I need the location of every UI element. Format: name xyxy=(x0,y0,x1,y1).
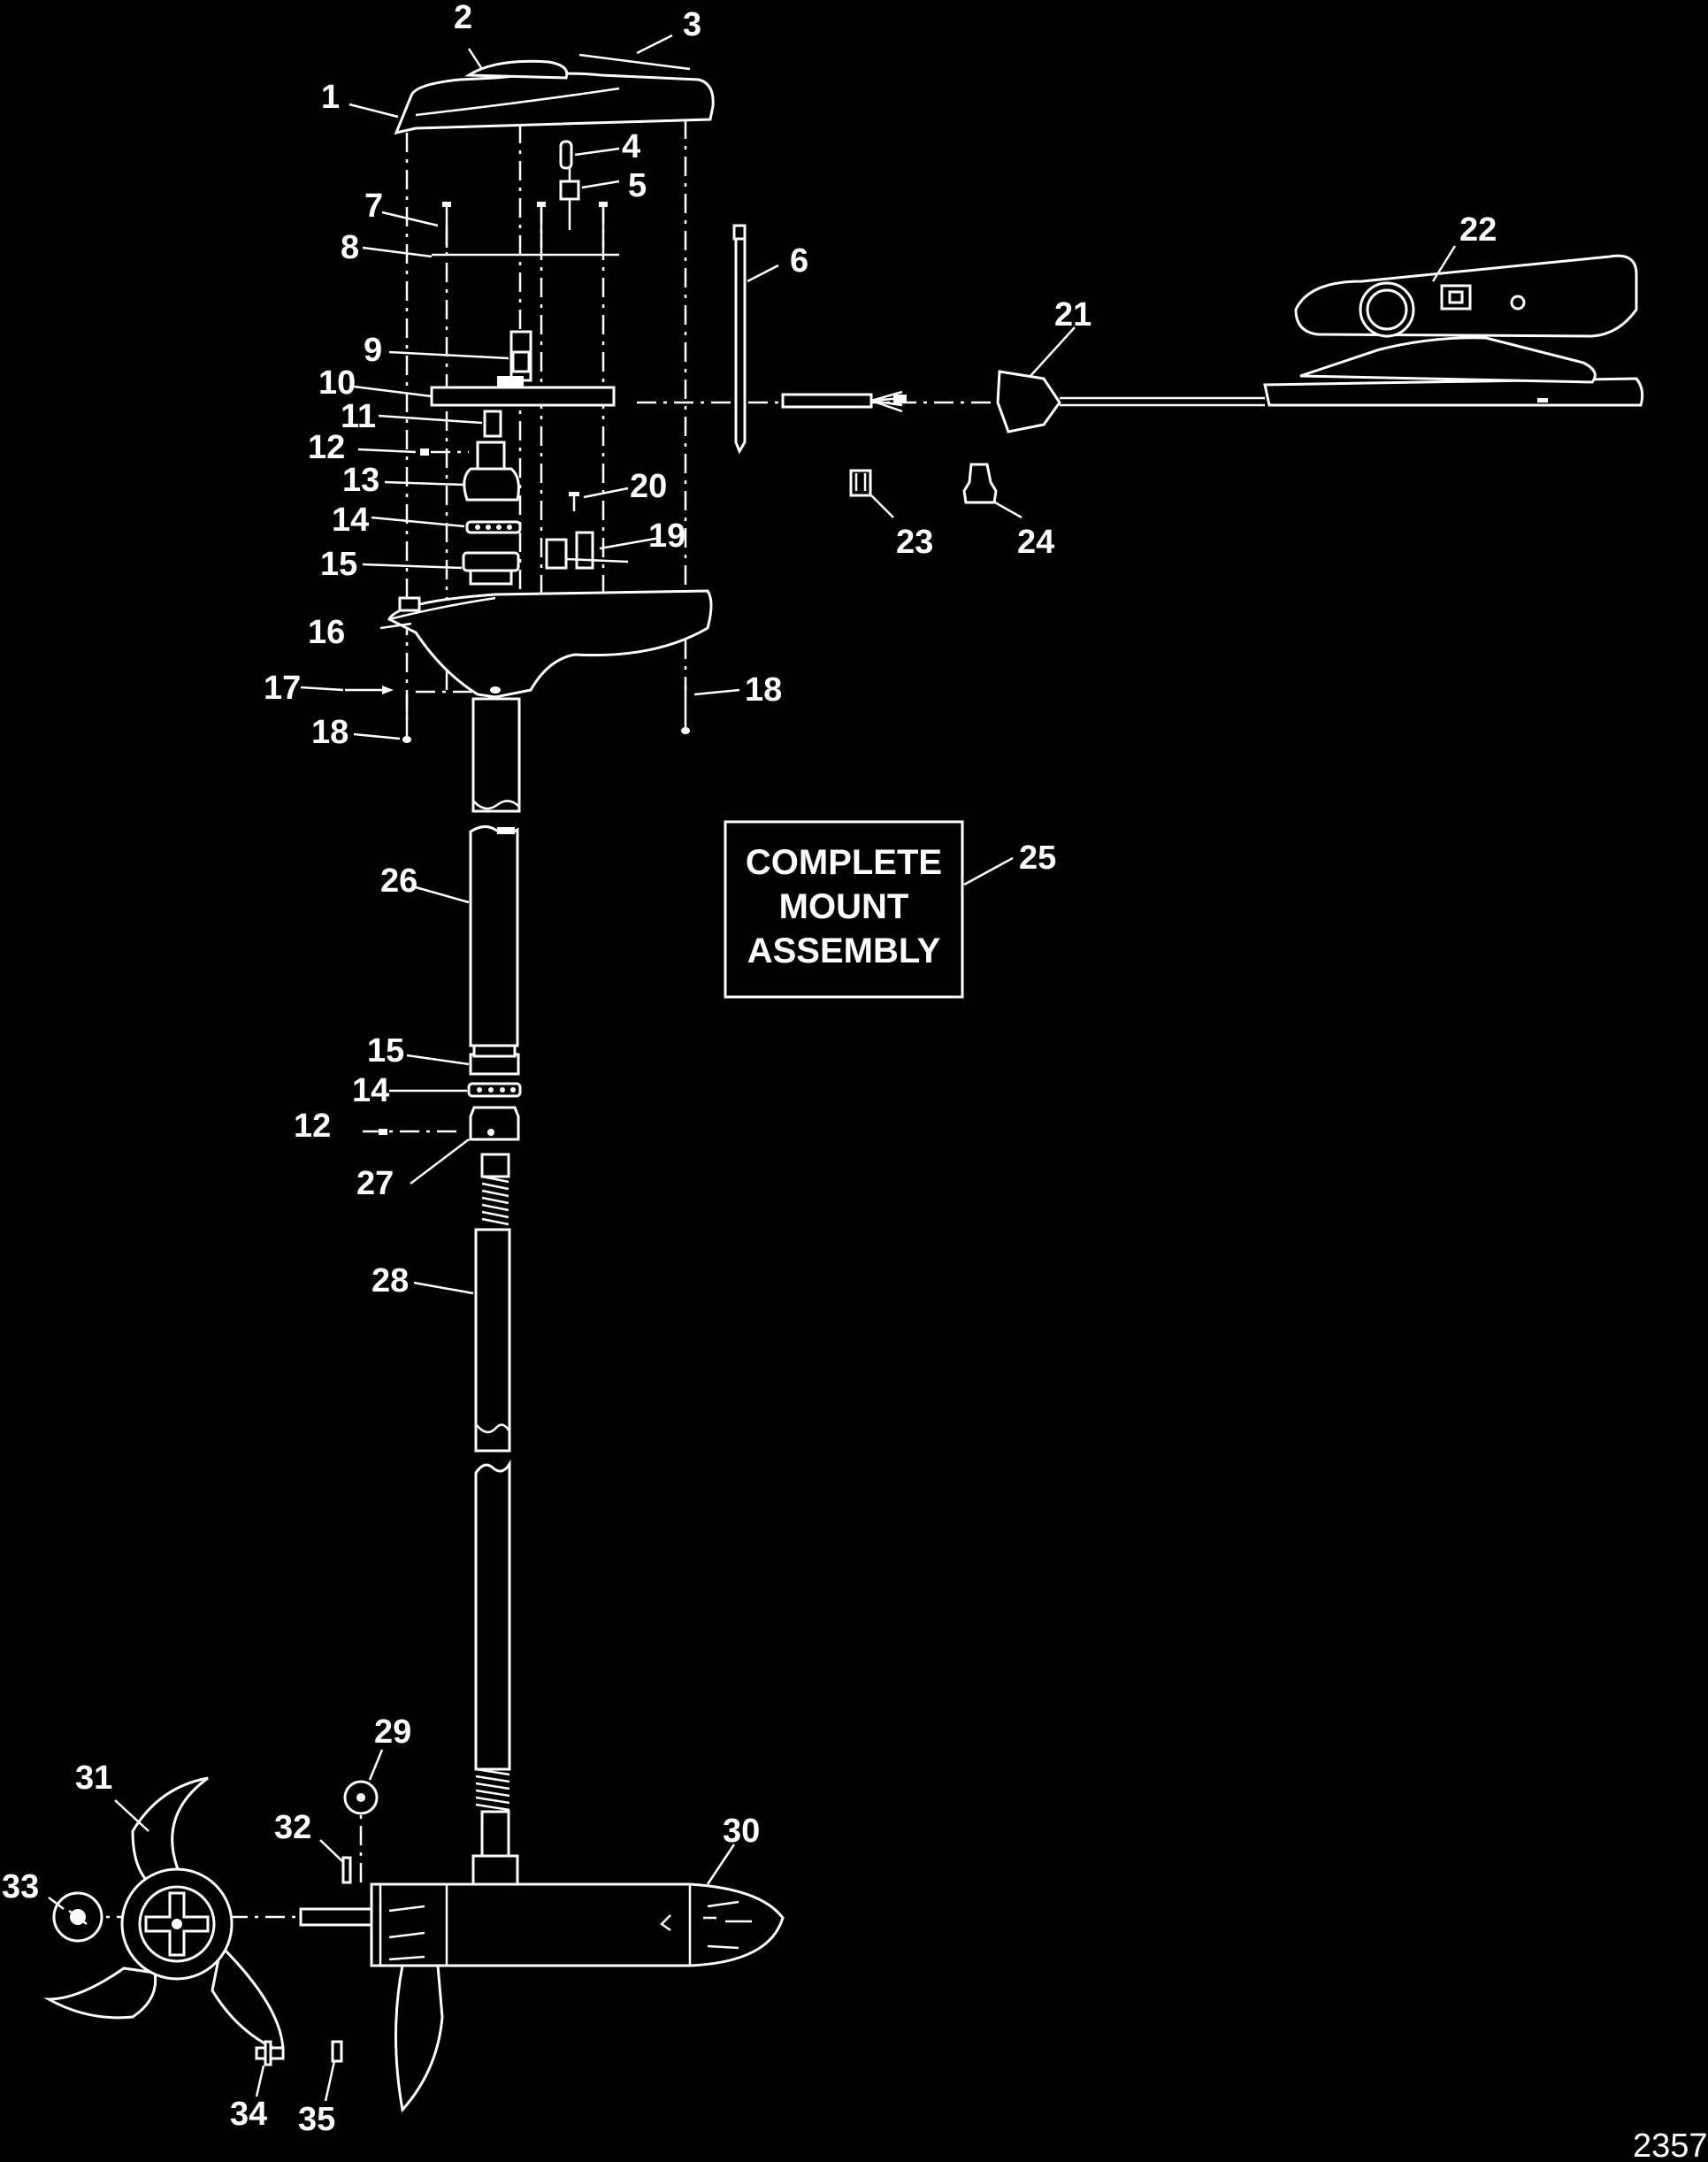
head-cover xyxy=(394,53,715,135)
part-32-pin xyxy=(341,1856,352,1884)
callout-2: 2 xyxy=(454,0,472,36)
callout-18-left: 18 xyxy=(311,714,348,751)
callout-7: 7 xyxy=(364,188,383,225)
callout-34: 34 xyxy=(230,2096,267,2133)
complete-mount-assembly-box: COMPLETE MOUNT ASSEMBLY xyxy=(724,820,964,999)
assembly-box-line-3: ASSEMBLY xyxy=(747,932,941,970)
callout-24: 24 xyxy=(1017,524,1054,561)
callout-29: 29 xyxy=(374,1714,411,1751)
callout-28: 28 xyxy=(371,1262,409,1300)
part-26-shaft-tube xyxy=(469,825,519,1047)
callout-21: 21 xyxy=(1054,296,1091,334)
assembly-box-line-1: COMPLETE xyxy=(746,843,942,882)
callout-17: 17 xyxy=(264,670,301,707)
part-9-switch xyxy=(509,330,532,382)
part-11-shaft-adapter xyxy=(483,410,502,438)
callout-32: 32 xyxy=(274,1809,311,1846)
callout-18-right: 18 xyxy=(745,671,782,709)
callout-8: 8 xyxy=(341,229,359,266)
part-3-decal xyxy=(578,53,691,71)
part-12-pin-lower xyxy=(379,1129,387,1135)
callout-22: 22 xyxy=(1459,211,1497,249)
callout-14-upper: 14 xyxy=(332,502,369,539)
callout-23: 23 xyxy=(896,524,933,561)
part-4-fuse xyxy=(559,140,573,170)
callout-14-lower: 14 xyxy=(352,1072,389,1109)
callout-25: 25 xyxy=(1019,840,1056,877)
part-34-bolt xyxy=(255,2040,285,2066)
cable-connector xyxy=(781,393,873,409)
part-24-wire-nut xyxy=(962,463,998,504)
callout-10: 10 xyxy=(318,364,356,402)
part-15-bushing-upper xyxy=(462,551,520,586)
callout-13: 13 xyxy=(342,462,379,499)
part-20-screw xyxy=(569,492,579,511)
callout-15-lower: 15 xyxy=(367,1032,404,1070)
callout-3: 3 xyxy=(683,6,701,43)
callout-1: 1 xyxy=(321,79,340,116)
figure-number: 2357 xyxy=(1633,2128,1708,2162)
part-22-foot-pedal xyxy=(1263,254,1644,407)
callout-16: 16 xyxy=(308,614,345,651)
part-21-strain-relief xyxy=(996,370,1061,433)
part-28-composite-shaft xyxy=(474,1153,511,1858)
callout-27: 27 xyxy=(356,1165,394,1202)
part-17-pin xyxy=(345,686,394,694)
part-30-motor-housing xyxy=(370,1854,785,2113)
callout-15-upper: 15 xyxy=(320,546,357,583)
propeller-shaft xyxy=(299,1907,373,1927)
callout-5: 5 xyxy=(628,167,647,204)
tie-strap-part-6 xyxy=(732,224,747,455)
part-27-collar xyxy=(469,1106,520,1141)
callout-12-lower: 12 xyxy=(294,1108,331,1145)
part-29-nut xyxy=(343,1780,379,1815)
part-23-connector xyxy=(849,469,872,497)
part-10-circuit-board xyxy=(430,376,616,407)
callout-12-upper: 12 xyxy=(308,429,345,466)
part-14-bearing-upper xyxy=(465,520,522,534)
callout-4: 4 xyxy=(622,128,640,165)
part-13-collar xyxy=(463,441,520,502)
part-18-screws xyxy=(402,686,690,743)
callout-26: 26 xyxy=(380,862,417,900)
callout-6: 6 xyxy=(790,242,808,280)
callout-31: 31 xyxy=(75,1760,112,1797)
screws-part-7 xyxy=(442,202,608,248)
fuse-parts xyxy=(559,140,580,230)
part-35-spacer xyxy=(331,2040,343,2063)
callout-30: 30 xyxy=(723,1813,760,1850)
part-5-fuse-holder xyxy=(559,180,580,201)
part-16-motor-head-housing xyxy=(387,589,713,699)
part-2-lid xyxy=(464,59,569,80)
part-19-bracket xyxy=(545,531,629,570)
part-1-cover xyxy=(394,72,715,135)
callout-33: 33 xyxy=(2,1868,39,1905)
part-33-prop-nut xyxy=(52,1891,103,1943)
callout-leaders xyxy=(48,34,1457,2102)
cable-and-strain-relief xyxy=(781,370,1265,433)
upper-shaft-tube xyxy=(471,697,521,813)
callout-11: 11 xyxy=(341,398,376,435)
lower-collar-stack xyxy=(379,1044,522,1141)
callout-35: 35 xyxy=(298,2101,335,2138)
part-14-bearing-lower xyxy=(467,1082,522,1098)
callout-19: 19 xyxy=(648,518,685,555)
callout-20: 20 xyxy=(630,468,667,505)
part-12-pin-upper xyxy=(420,448,469,456)
part-31-propeller xyxy=(43,1776,285,2055)
callout-9: 9 xyxy=(364,332,382,369)
assembly-box-line-2: MOUNT xyxy=(779,887,909,926)
